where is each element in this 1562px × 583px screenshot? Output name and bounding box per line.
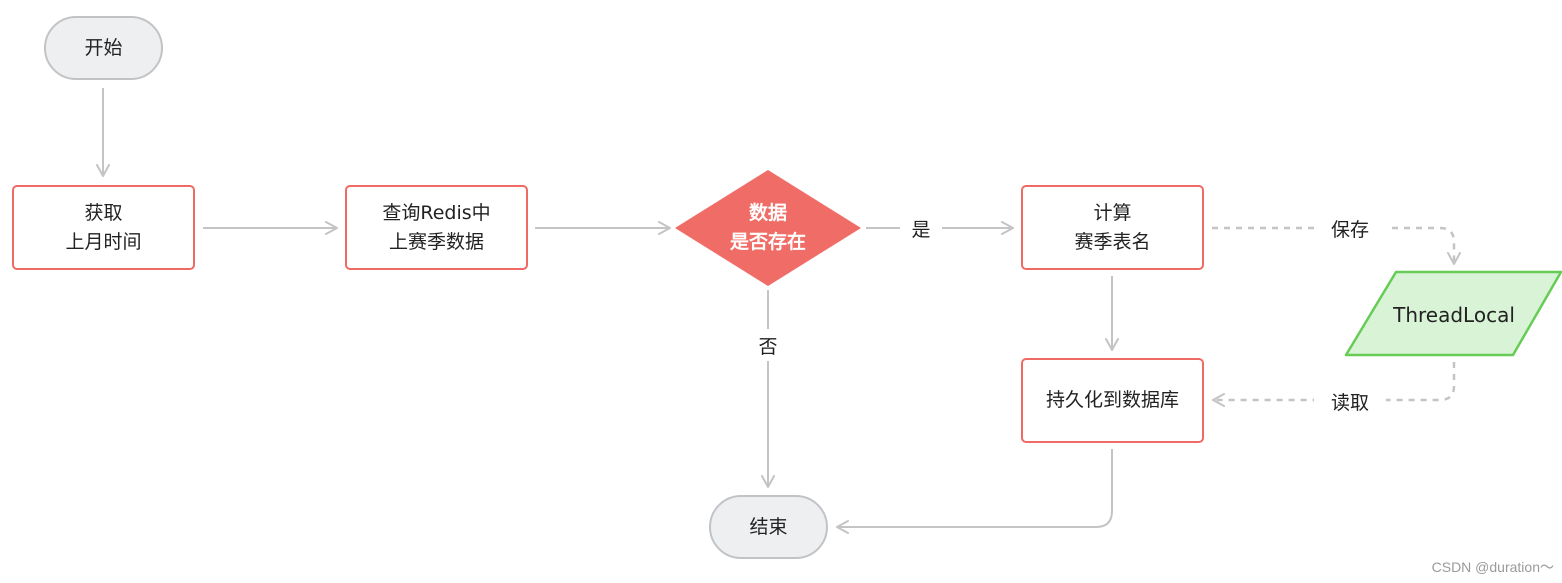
edge-compute-save-threadlocal	[1212, 226, 1461, 265]
threadlocal-parallelogram-shape	[1344, 270, 1562, 357]
get-last-month-line-2: 上月时间	[65, 230, 142, 253]
threadlocal-node[interactable]: ThreadLocal	[1370, 298, 1538, 332]
edge-label-read: 读取	[1314, 387, 1386, 415]
data-exists-decision[interactable]: 数据 是否存在	[700, 198, 836, 258]
compute-table-name-node[interactable]: 计算 赛季表名	[1021, 185, 1204, 270]
persist-db-label: 持久化到数据库	[1045, 389, 1179, 411]
threadlocal-label: ThreadLocal	[1393, 303, 1515, 327]
edge-label-save: 保存	[1314, 214, 1386, 242]
query-redis-node[interactable]: 查询Redis中 上赛季数据	[345, 185, 528, 270]
get-last-month-line-1: 获取	[84, 201, 123, 224]
compute-table-line-1: 计算	[1093, 201, 1132, 224]
end-node-label: 结束	[749, 515, 788, 538]
data-exists-line-2: 是否存在	[729, 231, 806, 253]
edge-label-no: 否	[748, 329, 788, 361]
query-redis-line-2: 上赛季数据	[388, 230, 484, 253]
edge-persist-to-end	[836, 449, 1113, 534]
start-node-label: 开始	[84, 36, 123, 59]
end-node[interactable]: 结束	[709, 495, 828, 559]
edge-threadlocal-read-persist	[1212, 362, 1456, 407]
decision-diamond-shape	[675, 170, 861, 286]
compute-table-line-2: 赛季表名	[1074, 230, 1151, 253]
get-last-month-node[interactable]: 获取 上月时间	[12, 185, 195, 270]
data-exists-line-1: 数据	[748, 202, 787, 224]
edge-label-yes: 是	[900, 214, 942, 242]
query-redis-line-1: 查询Redis中	[382, 201, 491, 224]
persist-db-node[interactable]: 持久化到数据库	[1021, 358, 1204, 443]
csdn-watermark: CSDN @duration～	[1431, 559, 1554, 575]
start-node[interactable]: 开始	[44, 16, 163, 80]
